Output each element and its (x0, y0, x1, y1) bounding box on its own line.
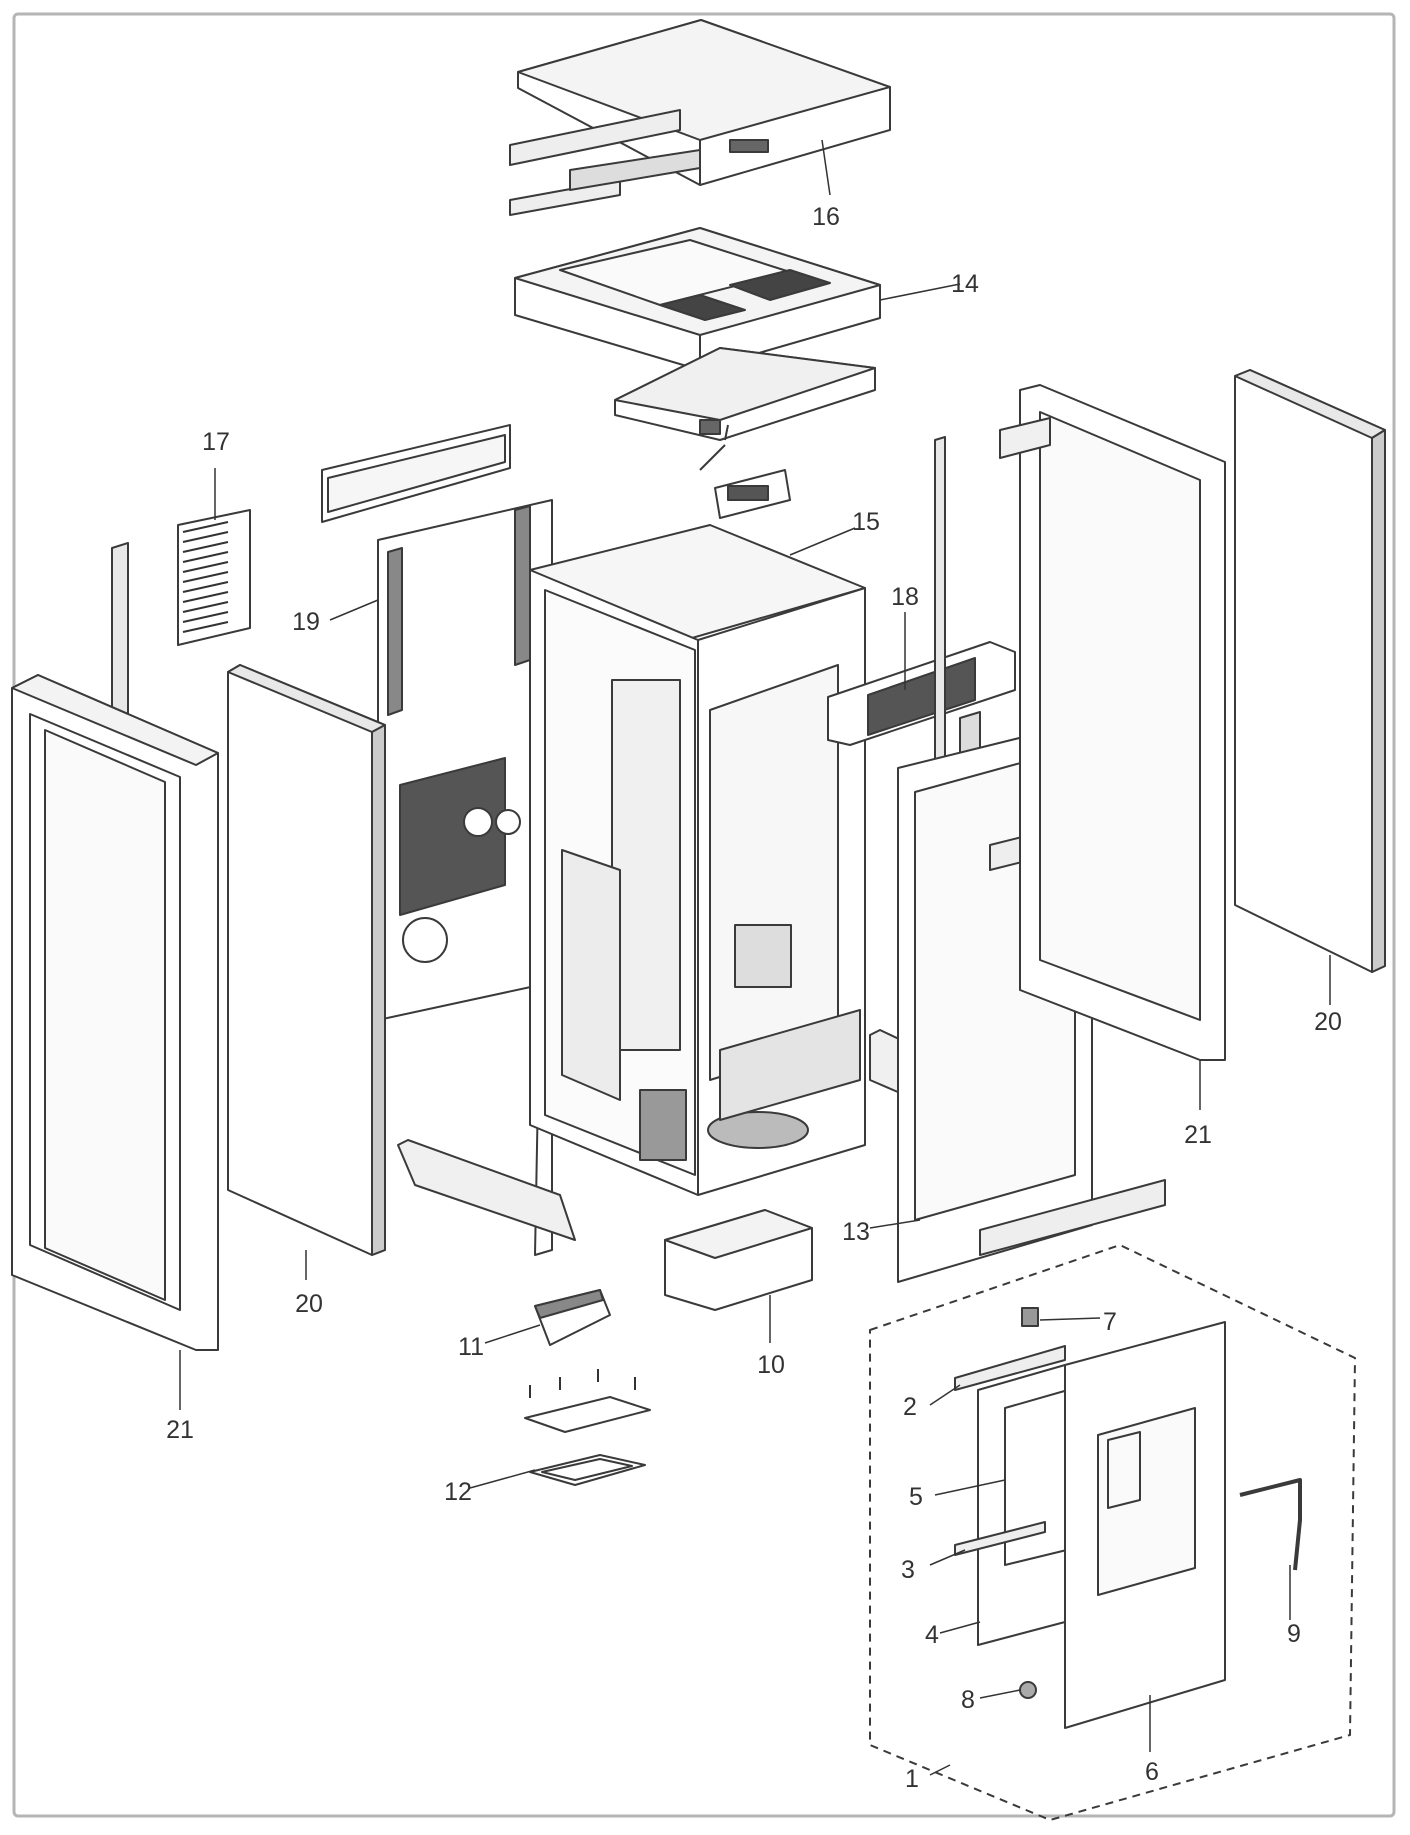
part-14-top-frame (514, 227, 881, 441)
label-18: 18 (891, 583, 919, 611)
label-5: 5 (909, 1483, 923, 1511)
label-3: 3 (901, 1556, 915, 1584)
label-16: 16 (812, 203, 840, 231)
label-7: 7 (1103, 1308, 1117, 1336)
label-2: 2 (903, 1393, 917, 1421)
label-15: 15 (852, 508, 880, 536)
part-bottom-left-rail (397, 1139, 576, 1241)
part-20-left-panel (227, 664, 386, 1256)
label-20-left: 20 (295, 1290, 323, 1318)
label-13: 13 (842, 1218, 870, 1246)
part-16-top-lid (509, 19, 891, 216)
label-17: 17 (202, 428, 230, 456)
label-21-left: 21 (166, 1416, 194, 1444)
part-19-side-panel (377, 499, 553, 1256)
label-10: 10 (757, 1351, 785, 1379)
part-1-door-assembly (869, 1244, 1356, 1821)
label-4: 4 (925, 1621, 939, 1649)
part-21-mid-frame (999, 384, 1226, 1061)
label-19: 19 (292, 608, 320, 636)
leader-lines (179, 139, 1331, 1776)
label-8: 8 (961, 1686, 975, 1714)
part-plate-screws (529, 1369, 636, 1398)
part-11-ash-pan (534, 1289, 611, 1346)
part-21-left-frame (11, 674, 219, 1351)
label-1: 1 (905, 1765, 919, 1793)
label-9: 9 (1287, 1620, 1301, 1648)
part-small-plate (524, 1396, 651, 1433)
label-21-mid: 21 (1184, 1121, 1212, 1149)
label-11: 11 (458, 1333, 484, 1361)
label-12: 12 (444, 1478, 472, 1506)
stove-body-frame (529, 524, 866, 1196)
part-15-control-panel (699, 424, 791, 519)
label-6: 6 (1145, 1758, 1159, 1786)
part-17-vent-grille (177, 509, 251, 646)
label-20-right: 20 (1314, 1008, 1342, 1036)
part-labels: 16 14 15 17 19 18 20 21 21 20 13 10 11 1… (166, 203, 1342, 1793)
part-20-right-panel (1234, 369, 1386, 973)
label-14: 14 (951, 270, 979, 298)
part-10-base-cover (664, 1209, 813, 1311)
part-18-front-vent (827, 641, 1016, 746)
